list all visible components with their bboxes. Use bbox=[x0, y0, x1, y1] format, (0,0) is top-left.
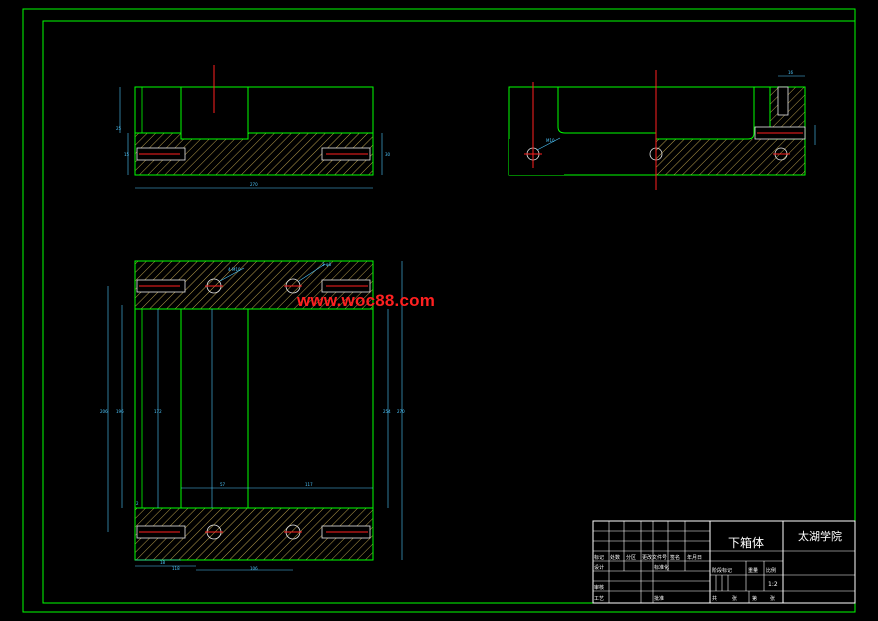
dim-side-1: M10 bbox=[546, 138, 555, 143]
dim-plan-right: 270 bbox=[397, 409, 405, 414]
row-label-0: 设计 bbox=[594, 564, 604, 571]
dim-plan-b: 196 bbox=[116, 409, 124, 414]
row-label-1: 标准化 bbox=[654, 564, 669, 571]
review-label-2: 批准 bbox=[654, 595, 664, 602]
dim-plan-b3: 106 bbox=[250, 566, 258, 571]
stage-label-1: 重量 bbox=[748, 567, 758, 574]
part-name: 下箱体 bbox=[728, 535, 764, 550]
dim-front-width: 270 bbox=[250, 182, 258, 187]
dim-side-2: 16 bbox=[788, 70, 794, 75]
hole-label-2: 2-φ8 bbox=[322, 262, 332, 267]
front-view: 270 25 15 30 bbox=[116, 65, 391, 189]
dim-plan-a: 206 bbox=[100, 409, 108, 414]
dim-front-h3: 30 bbox=[385, 152, 391, 157]
sheet-label-2: 第 bbox=[752, 595, 757, 602]
dim-front-h2: 15 bbox=[124, 152, 130, 157]
plan-view: 206 196 172 270 254 57 117 18 118 106 2 … bbox=[100, 260, 405, 571]
sheet-label-1: 张 bbox=[732, 595, 737, 602]
header-label-5: 年月日 bbox=[687, 554, 702, 561]
hole-label-1: 4-M10 bbox=[228, 267, 241, 272]
stage-label-2: 比例 bbox=[766, 567, 776, 574]
header-label-0: 标记 bbox=[594, 554, 604, 561]
review-label-0: 审核 bbox=[594, 584, 604, 591]
side-view: M10 16 bbox=[508, 70, 816, 190]
inner-frame bbox=[42, 20, 856, 604]
scale-value: 1:2 bbox=[768, 581, 778, 588]
watermark: www.woc88.com bbox=[297, 291, 436, 310]
school-name: 太湖学院 bbox=[798, 529, 842, 543]
dim-plan-mid: 57 bbox=[220, 482, 226, 487]
title-block: 下箱体 太湖学院 1:2 标记 处数 分区 更改文件号 签名 年月日 设计 标准… bbox=[592, 520, 856, 604]
dim-plan-small: 2 bbox=[136, 501, 139, 506]
stage-label-0: 阶段标记 bbox=[712, 567, 732, 574]
dim-plan-mid2: 117 bbox=[305, 482, 313, 487]
header-label-2: 分区 bbox=[626, 554, 636, 561]
sheet-label-3: 张 bbox=[770, 595, 775, 602]
sheet-label-0: 共 bbox=[712, 595, 717, 602]
dim-plan-b1: 18 bbox=[160, 560, 166, 565]
review-label-1: 工艺 bbox=[594, 596, 604, 602]
dim-front-h1: 25 bbox=[116, 126, 122, 131]
header-label-4: 签名 bbox=[670, 554, 680, 561]
header-label-1: 处数 bbox=[610, 554, 620, 561]
dim-plan-c: 172 bbox=[154, 409, 162, 414]
header-label-3: 更改文件号 bbox=[642, 554, 667, 561]
dim-plan-b2: 118 bbox=[172, 566, 180, 571]
dim-plan-right2: 254 bbox=[383, 409, 391, 414]
